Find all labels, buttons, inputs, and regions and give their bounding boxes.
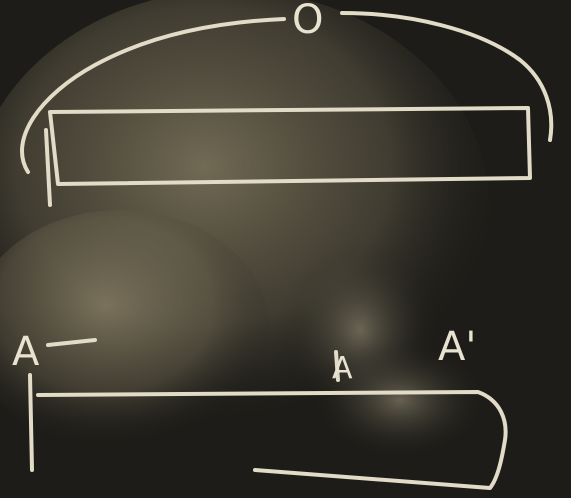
- label-right: A': [438, 324, 476, 370]
- lower-slab-left-edge: [30, 375, 32, 470]
- label-middle: A: [332, 351, 353, 386]
- label-top: O: [292, 0, 323, 43]
- label-left: A: [12, 329, 40, 375]
